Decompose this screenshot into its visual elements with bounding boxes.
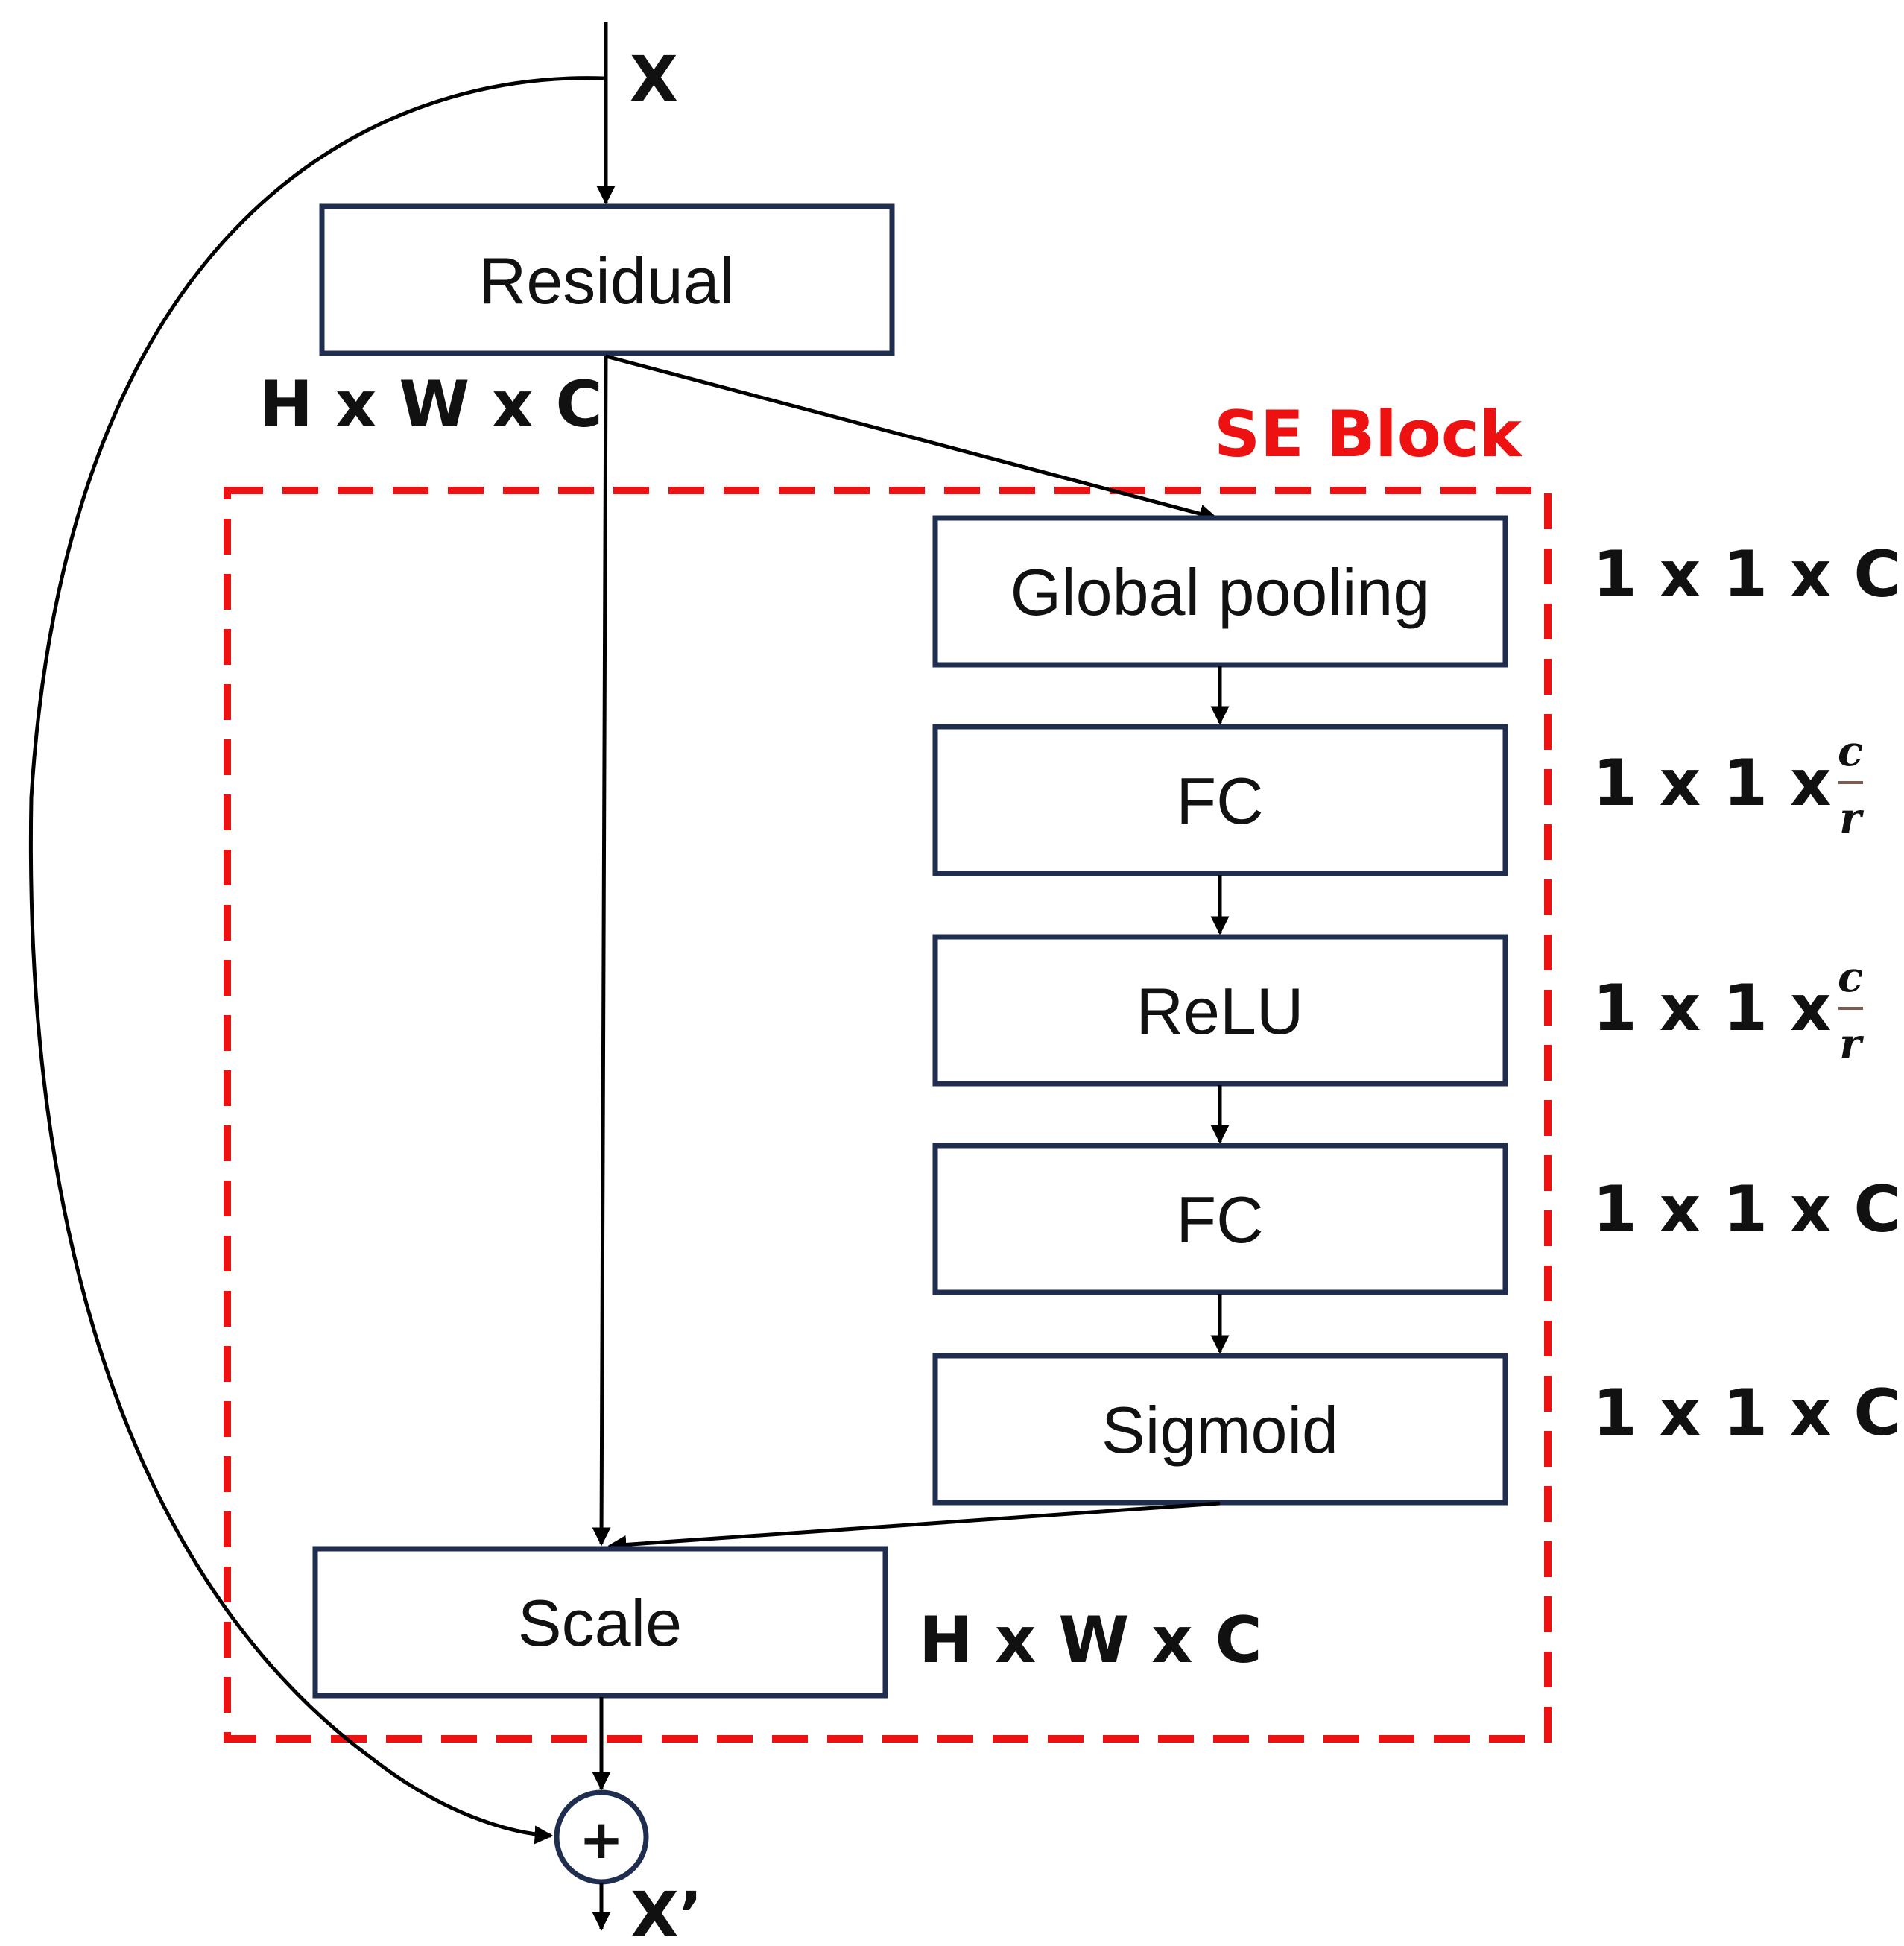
residual-shape-label: H x W x C [259,367,603,442]
global-pooling-box [932,515,1508,668]
relu-label: ReLU [1136,974,1304,1048]
input-label: X [630,42,678,116]
sum-symbol: + [579,1808,624,1871]
fc1-shape-denominator: r [1839,794,1864,843]
residual-to-scale-arrow [592,356,611,1547]
se-block-title: SE Block [1214,397,1523,472]
residual-box [319,203,895,356]
output-label: X’ [630,1878,703,1946]
sigmoid-shape-label: 1 x 1 x C [1593,1376,1901,1450]
global-pooling-shape-label: 1 x 1 x C [1593,537,1901,612]
scale-shape-label: H x W x C [919,1603,1262,1678]
relu-shape-prefix: 1 x 1 x [1593,971,1831,1046]
relu-shape-denominator: r [1839,1020,1864,1069]
fc2-label: FC [1176,1183,1263,1257]
skip-connection-arrow [28,76,604,1845]
sigmoid-label: Sigmoid [1101,1393,1338,1467]
scale-label: Scale [518,1586,682,1660]
residual-to-pooling-arrow [605,354,1218,523]
fc1-label: FC [1176,764,1263,838]
se-block-frame [224,487,1552,1743]
relu-shape-numerator: c [1838,953,1863,1002]
global-pooling-label: Global pooling [1010,555,1430,629]
fc1-shape-prefix: 1 x 1 x [1593,746,1831,821]
fc1-box [932,724,1508,876]
sigmoid-box [932,1353,1508,1506]
relu-box [932,934,1508,1087]
fc1-shape-numerator: c [1838,727,1863,776]
scale-box [312,1546,888,1699]
fc2-shape-label: 1 x 1 x C [1593,1172,1901,1247]
sum-node [554,1789,649,1885]
fc2-box [932,1143,1508,1295]
residual-label: Residual [479,244,734,318]
sigmoid-to-scale-arrow [607,1501,1221,1554]
